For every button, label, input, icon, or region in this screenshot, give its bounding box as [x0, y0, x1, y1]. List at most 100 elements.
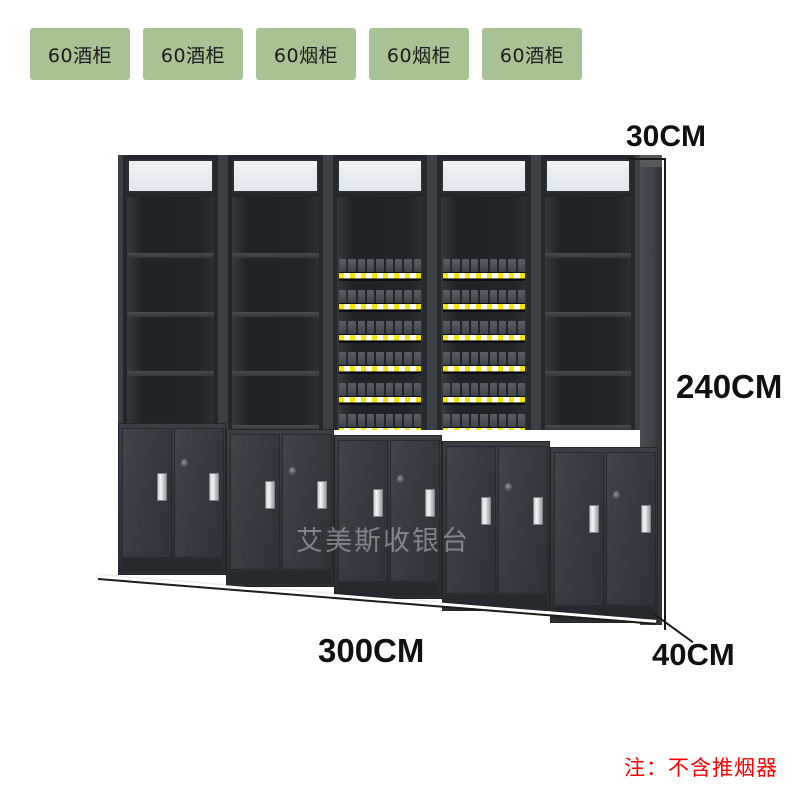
product-option-labels: 60酒柜 60酒柜 60烟柜 60烟柜 60酒柜	[0, 28, 800, 80]
cigarette-packs	[443, 290, 525, 303]
door-handle[interactable]	[481, 497, 491, 525]
cigarette-row	[443, 290, 525, 312]
plinth	[337, 583, 439, 596]
cigarette-row	[443, 414, 525, 430]
base-cabinet-3-door-left[interactable]	[338, 440, 388, 582]
cigarette-row	[339, 321, 421, 343]
shelf	[232, 425, 319, 430]
base-cabinet-run	[96, 423, 662, 623]
cigarette-packs	[443, 383, 525, 396]
base-cabinet-4-door-left[interactable]	[446, 446, 496, 594]
plinth	[121, 559, 223, 572]
base-cabinet-2[interactable]	[226, 429, 334, 587]
door-handle[interactable]	[265, 481, 275, 509]
door-lock[interactable]	[397, 475, 404, 484]
bay-5-shelves	[545, 197, 631, 430]
door-handle[interactable]	[373, 489, 383, 517]
base-cabinet-2-door-left[interactable]	[230, 434, 280, 570]
dimension-depth-label: 40CM	[652, 637, 735, 672]
bay-2-shelves	[232, 197, 319, 430]
label-chip-1[interactable]: 60酒柜	[30, 28, 130, 80]
shelf	[545, 312, 631, 317]
cabinet-top-edge	[640, 155, 662, 167]
plinth	[229, 571, 331, 584]
door-lock[interactable]	[289, 467, 296, 476]
shelf	[339, 340, 421, 343]
cigarette-packs	[443, 414, 525, 427]
dimension-top-label: 30CM	[626, 120, 707, 153]
shelf	[232, 312, 319, 317]
door-lock[interactable]	[613, 491, 620, 500]
cigarette-packs	[339, 290, 421, 303]
base-cabinet-4-door-right[interactable]	[498, 446, 548, 594]
shelf	[127, 253, 214, 258]
bay-2-wine	[223, 155, 328, 430]
shelf	[127, 312, 214, 317]
door-handle[interactable]	[157, 473, 167, 501]
bay-5-wine	[536, 155, 640, 430]
cabinet-front-elevation	[118, 155, 658, 625]
cigarette-row	[443, 383, 525, 405]
dimension-top-tick	[629, 158, 665, 160]
cigarette-row	[443, 321, 525, 343]
door-lock[interactable]	[181, 459, 188, 468]
base-cabinet-3-door-right[interactable]	[390, 440, 440, 582]
cigarette-packs	[339, 352, 421, 365]
door-handle[interactable]	[425, 489, 435, 517]
bay-1-wine	[118, 155, 223, 430]
base-cabinet-5[interactable]	[550, 447, 658, 623]
bay-2-light-panel	[232, 159, 319, 193]
cigarette-packs	[443, 352, 525, 365]
shelf	[443, 402, 525, 405]
door-handle[interactable]	[209, 473, 219, 501]
cigarette-packs	[339, 321, 421, 334]
bay-1-shelves	[127, 197, 214, 430]
dimension-height-line	[664, 160, 666, 630]
cigarette-packs	[443, 321, 525, 334]
door-handle[interactable]	[589, 505, 599, 533]
cigarette-packs	[443, 259, 525, 272]
bay-3-light-panel	[337, 159, 423, 193]
shelf	[443, 278, 525, 281]
cigarette-packs	[339, 259, 421, 272]
bay-4-cigarette-rack	[441, 197, 527, 430]
cigarette-row	[339, 259, 421, 281]
base-cabinet-1[interactable]	[118, 423, 226, 575]
shelf	[545, 371, 631, 376]
shelf	[339, 371, 421, 374]
door-handle[interactable]	[317, 481, 327, 509]
label-chip-3[interactable]: 60烟柜	[256, 28, 356, 80]
door-handle[interactable]	[533, 497, 543, 525]
door-handle[interactable]	[641, 505, 651, 533]
bay-3-cigarette-rack	[337, 197, 423, 430]
shelf	[339, 278, 421, 281]
door-lock[interactable]	[505, 483, 512, 492]
label-chip-2[interactable]: 60酒柜	[143, 28, 243, 80]
cigarette-packs	[339, 414, 421, 427]
cigarette-row	[339, 290, 421, 312]
base-cabinet-5-door-right[interactable]	[606, 452, 656, 606]
shelf	[339, 402, 421, 405]
shelf	[545, 253, 631, 258]
label-chip-4[interactable]: 60烟柜	[369, 28, 469, 80]
shelf	[232, 371, 319, 376]
bay-4-light-panel	[441, 159, 527, 193]
base-cabinet-1-door-left[interactable]	[122, 428, 172, 558]
base-cabinet-5-door-left[interactable]	[554, 452, 604, 606]
base-cabinet-2-door-right[interactable]	[282, 434, 332, 570]
label-chip-5[interactable]: 60酒柜	[482, 28, 582, 80]
shelf	[443, 340, 525, 343]
base-cabinet-3[interactable]	[334, 435, 442, 599]
price-rail	[339, 427, 421, 430]
dimension-height-label: 240CM	[676, 368, 783, 405]
shelf	[443, 309, 525, 312]
bay-4-cigarette	[432, 155, 536, 430]
dimension-width-label: 300CM	[318, 632, 425, 669]
base-cabinet-4[interactable]	[442, 441, 550, 611]
bay-5-light-panel	[545, 159, 631, 193]
shelf	[443, 371, 525, 374]
upper-shelving-carcase	[118, 155, 640, 430]
cigarette-row	[443, 259, 525, 281]
base-cabinet-1-door-right[interactable]	[174, 428, 224, 558]
